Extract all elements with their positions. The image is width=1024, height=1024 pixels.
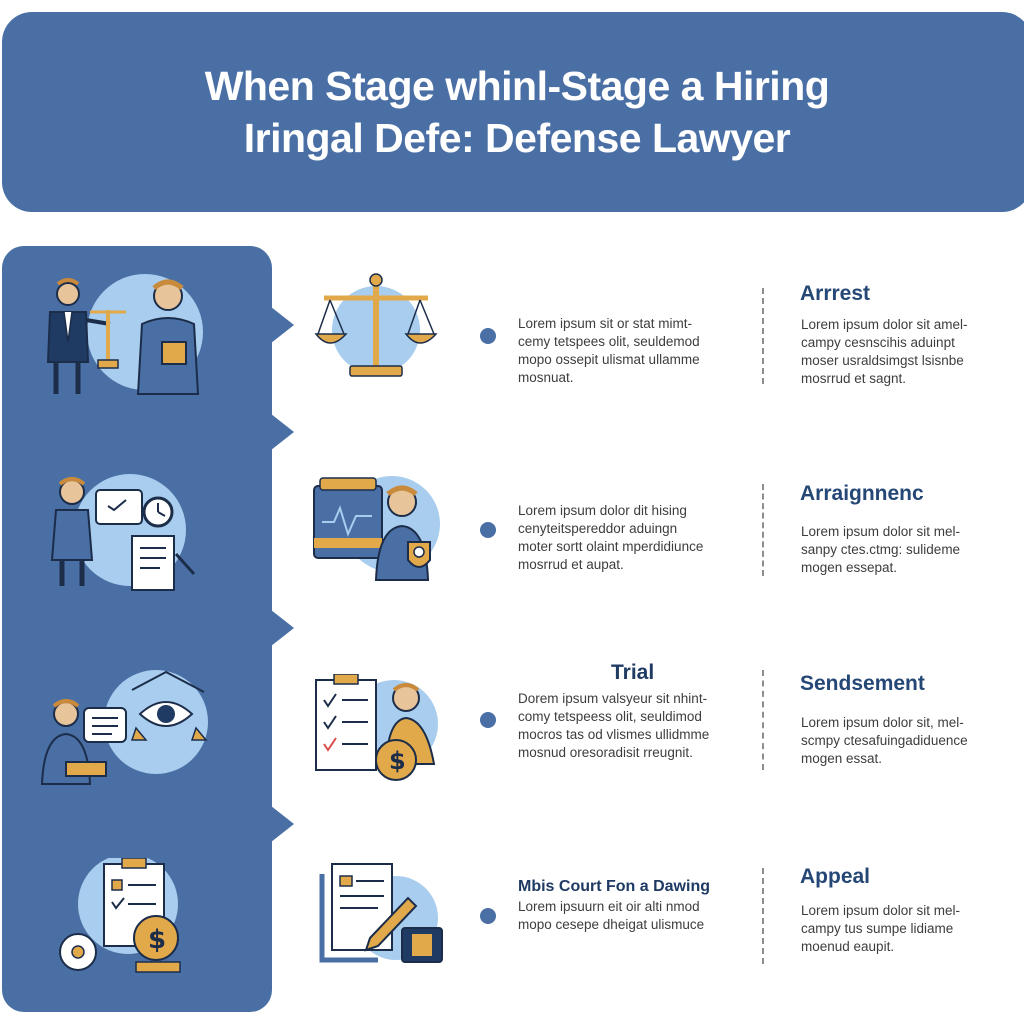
sidebar-notch: [266, 410, 294, 454]
lawyer-and-client-with-scales-icon: [46, 274, 203, 395]
row-description: Dorem ipsum valsyeur sit nhint- comy tet…: [518, 691, 710, 760]
row-description: Lorem ipsum dolor dit hising cenyteitspe…: [518, 503, 704, 572]
timeline-dot: [480, 712, 496, 728]
sidebar-notch: [266, 606, 294, 650]
stage-title: Sendsement: [800, 672, 925, 695]
lawyer-presenting-document-icon: [50, 474, 196, 591]
dashed-divider: [762, 288, 764, 384]
stage-description: Lorem ipsum dolor sit mel- campy tus sum…: [801, 903, 961, 954]
stage-title: Appeal: [800, 865, 871, 888]
sidebar-notch: [266, 802, 294, 846]
title-banner: When Stage whinl-Stage a Hiring Iringal …: [2, 12, 1024, 212]
stage-title: Arraignnenc: [800, 482, 924, 505]
stage-description: Lorem ipsum dolor sit amel- campy cesnsc…: [801, 317, 968, 386]
timeline-dot: [480, 522, 496, 538]
scales-of-justice-icon: [314, 273, 438, 377]
title-line-2: Iringal Defe: Defense Lawyer: [243, 115, 791, 161]
row-description: Mbis Court Fon a Dawing Lorem ipsuurn ei…: [518, 878, 738, 934]
svg-text:$: $: [389, 747, 406, 775]
dashed-divider: [762, 484, 764, 576]
row-description: Lorem ipsum sit or stat mimt- cemy tetsp…: [518, 316, 700, 385]
clipboard-money-icon: $: [59, 858, 181, 973]
document-pen-icon: [319, 863, 443, 963]
stage-description: Lorem ipsum dolor sit mel- sanpy ctes.ct…: [801, 524, 961, 575]
title-line-1: When Stage whinl-Stage a Hiring: [204, 63, 830, 109]
briefcase-lawyer-icon: [313, 476, 440, 581]
row-subtitle: Mbis Court Fon a Dawing: [518, 878, 710, 895]
dashed-divider: [762, 670, 764, 770]
timeline-dot: [480, 328, 496, 344]
row-title: Trial: [611, 661, 655, 684]
svg-text:$: $: [148, 925, 166, 955]
person-speech-eye-icon: [40, 670, 208, 785]
checklist-money-icon: $: [315, 674, 438, 781]
stage-description: Lorem ipsum dolor sit, mel- scmpy ctesaf…: [801, 715, 968, 766]
stage-title: Arrrest: [800, 282, 871, 305]
timeline-dot: [480, 908, 496, 924]
dashed-divider: [762, 868, 764, 964]
sidebar-notch: [266, 303, 294, 347]
